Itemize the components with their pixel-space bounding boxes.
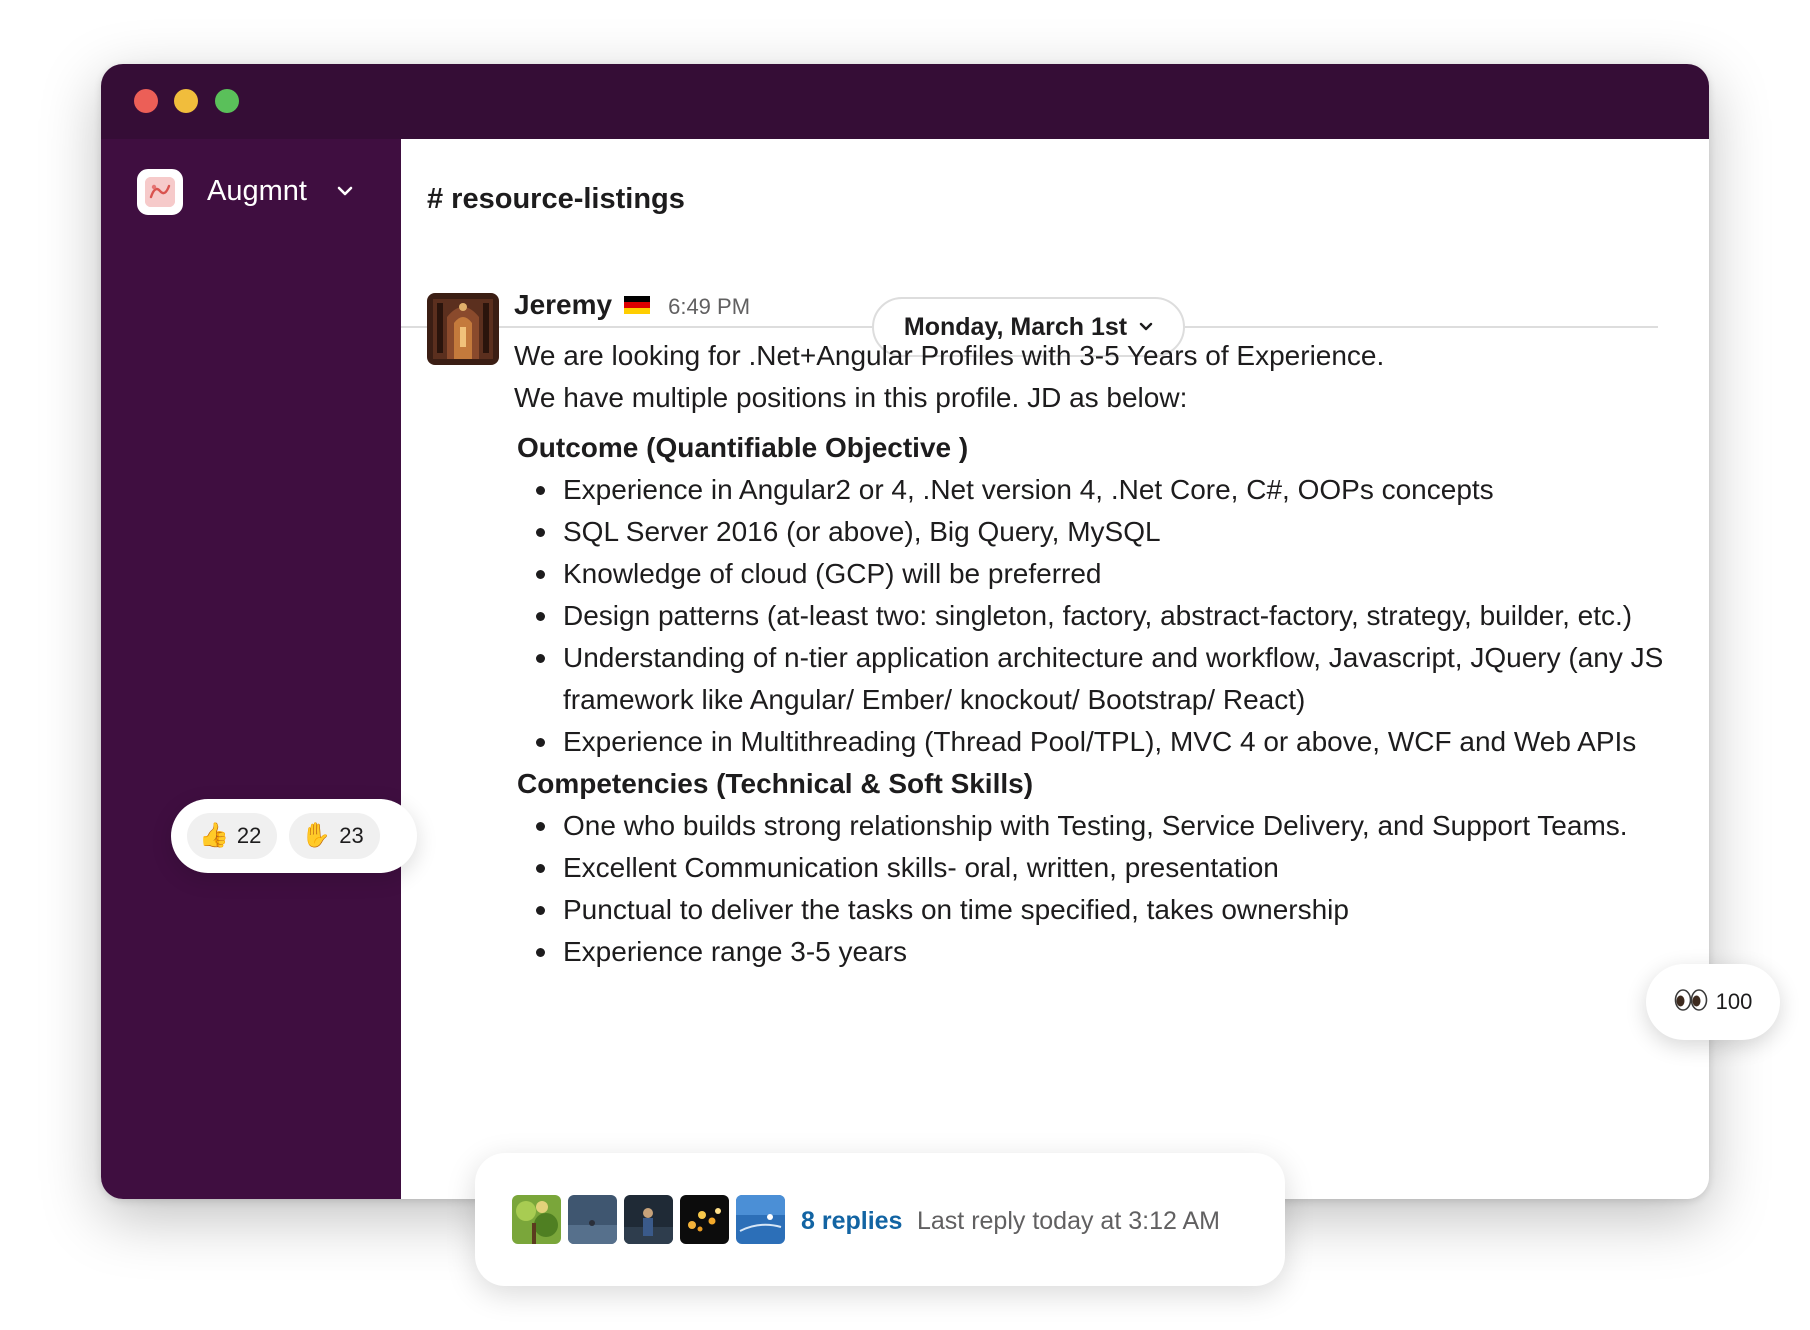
- avatar: [624, 1195, 673, 1244]
- thread-summary[interactable]: 8 replies Last reply today at 3:12 AM: [475, 1153, 1285, 1286]
- thread-replies-link[interactable]: 8 replies: [801, 1207, 903, 1235]
- raised-hand-icon: ✋: [301, 822, 332, 849]
- avatar[interactable]: [427, 293, 499, 365]
- message-header: Jeremy 6:49 PM: [514, 289, 1684, 329]
- reaction-count: 100: [1715, 989, 1753, 1014]
- sender-name[interactable]: Jeremy: [514, 289, 613, 320]
- list-item: One who builds strong relationship with …: [534, 805, 1684, 847]
- chevron-down-icon[interactable]: [337, 185, 353, 197]
- channel-title[interactable]: # resource-listings: [427, 183, 685, 215]
- close-window-button[interactable]: [134, 89, 158, 113]
- list-item: Experience in Angular2 or 4, .Net versio…: [534, 469, 1684, 511]
- list-item: Experience range 3-5 years: [534, 931, 1684, 973]
- reactions-bar: 👍 22 ✋ 23: [171, 799, 417, 873]
- reaction-count: 22: [236, 823, 262, 848]
- list-item: Excellent Communication skills- oral, wr…: [534, 847, 1684, 889]
- workspace-name[interactable]: Augmnt: [207, 175, 307, 207]
- list-item: SQL Server 2016 (or above), Big Query, M…: [534, 511, 1684, 553]
- workspace-logo-icon[interactable]: [137, 169, 183, 215]
- sidebar: Augmnt: [101, 139, 401, 1199]
- minimize-window-button[interactable]: [174, 89, 198, 113]
- avatar: [568, 1195, 617, 1244]
- message-intro: We are looking for .Net+Angular Profiles…: [514, 340, 1385, 413]
- thread-last-reply: Last reply today at 3:12 AM: [917, 1207, 1220, 1235]
- thumbs-up-icon: 👍: [199, 822, 229, 849]
- list-item: Understanding of n-tier application arch…: [534, 637, 1684, 721]
- eyes-icon: [1674, 988, 1708, 1016]
- avatar: [680, 1195, 729, 1244]
- competencies-heading: Competencies (Technical & Soft Skills): [517, 768, 1034, 799]
- channel-view: # resource-listings Monday, March 1st: [401, 139, 1709, 1199]
- outcome-list: Experience in Angular2 or 4, .Net versio…: [534, 469, 1684, 763]
- list-item: Design patterns (at-least two: singleton…: [534, 595, 1684, 637]
- competencies-list: One who builds strong relationship with …: [534, 805, 1684, 973]
- avatar: [512, 1195, 561, 1244]
- list-item: Punctual to deliver the tasks on time sp…: [534, 889, 1684, 931]
- list-item: Knowledge of cloud (GCP) will be preferr…: [534, 553, 1684, 595]
- list-item: Experience in Multithreading (Thread Poo…: [534, 721, 1684, 763]
- reaction-count: 23: [339, 823, 364, 848]
- message-timestamp[interactable]: 6:49 PM: [668, 294, 751, 319]
- date-divider-button[interactable]: Monday, March 1st: [872, 297, 1185, 357]
- reaction-raised-hand[interactable]: ✋ 23: [289, 813, 380, 859]
- flag-de-icon: [624, 296, 651, 314]
- reaction-eyes[interactable]: 100: [1646, 964, 1780, 1040]
- date-divider-label: Monday, March 1st: [903, 312, 1128, 341]
- maximize-window-button[interactable]: [215, 89, 239, 113]
- thread-participants: [512, 1195, 785, 1244]
- app-window: Augmnt # resource-listings Monday, March…: [101, 64, 1709, 1199]
- reaction-thumbs-up[interactable]: 👍 22: [187, 813, 278, 859]
- outcome-heading: Outcome (Quantifiable Objective ): [517, 432, 969, 463]
- avatar: [736, 1195, 785, 1244]
- title-bar: [101, 64, 1709, 139]
- message: Jeremy 6:49 PM We are looking for .Net+A…: [514, 289, 1684, 973]
- chevron-down-icon: [1139, 322, 1153, 331]
